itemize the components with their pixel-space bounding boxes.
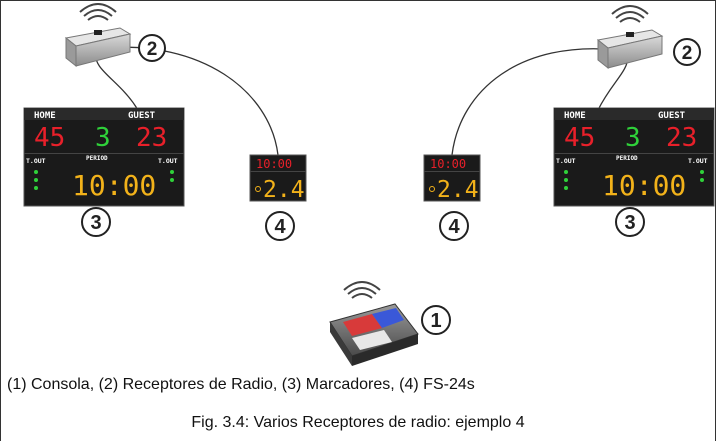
period-value: 3	[625, 123, 641, 153]
period-value: 3	[95, 123, 111, 153]
svg-text:1: 1	[430, 310, 441, 332]
fs24-left: 10:00 2.4	[249, 154, 307, 203]
svg-text:2: 2	[147, 39, 158, 60]
home-score: 45	[564, 123, 595, 153]
fs24-shot-clock: 2.4	[437, 177, 479, 203]
svg-text:3: 3	[624, 212, 635, 234]
tout-label-left: T.OUT	[556, 157, 576, 165]
home-label: HOME	[34, 111, 56, 121]
game-clock: 10:00	[72, 169, 156, 202]
receiver-right: 2	[596, 5, 701, 70]
period-label: PERIOD	[616, 155, 638, 162]
guest-label: GUEST	[658, 111, 686, 121]
game-clock: 10:00	[602, 169, 686, 202]
callout-2-left: 2	[138, 34, 166, 62]
figure-legend: (1) Consola, (2) Receptores de Radio, (3…	[7, 376, 475, 393]
fs24-right: 10:00 2.4	[423, 154, 481, 203]
wireless-waves-icon	[79, 3, 117, 21]
callout-1: 1	[421, 305, 451, 335]
timeout-dots-left	[34, 170, 38, 190]
callout-2-right: 2	[673, 38, 701, 66]
fs24-shot-clock: 2.4	[263, 177, 305, 203]
timeout-dots-left	[564, 170, 568, 190]
receiver-left: 2	[64, 3, 166, 68]
svg-text:2: 2	[682, 43, 693, 64]
timeout-dots-right	[170, 170, 174, 182]
home-label: HOME	[564, 111, 586, 121]
tout-label-right: T.OUT	[158, 157, 178, 165]
cable-right-receiver-fs24	[451, 48, 619, 156]
svg-text:4: 4	[448, 216, 460, 238]
callout-4-right: 4	[439, 211, 469, 241]
fs24-clock: 10:00	[430, 157, 466, 171]
wireless-waves-icon	[343, 281, 381, 299]
guest-score: 23	[666, 123, 697, 153]
svg-text:4: 4	[274, 216, 286, 238]
scoreboard-left: HOME GUEST 45 3 23 T.OUT PERIOD T.OUT 10…	[23, 107, 185, 207]
radio-receiver-icon	[64, 27, 132, 68]
figure-caption: Fig. 3.4: Varios Receptores de radio: ej…	[191, 414, 525, 431]
callout-4-left: 4	[265, 211, 295, 241]
callout-3-right: 3	[615, 207, 645, 237]
period-label: PERIOD	[86, 155, 108, 162]
console-icon	[329, 303, 419, 366]
fs24-clock: 10:00	[256, 157, 292, 171]
guest-score: 23	[136, 123, 167, 153]
tout-label-left: T.OUT	[26, 157, 46, 165]
timeout-dots-right	[700, 170, 704, 182]
radio-receiver-icon	[596, 29, 664, 70]
svg-text:3: 3	[90, 212, 101, 234]
console: 1	[329, 281, 451, 366]
tout-label-right: T.OUT	[688, 157, 708, 165]
wireless-waves-icon	[611, 5, 649, 23]
callout-3-left: 3	[81, 207, 111, 237]
guest-label: GUEST	[128, 111, 156, 121]
cable-left-receiver-scoreboard	[95, 51, 139, 111]
scoreboard-right: HOME GUEST 45 3 23 T.OUT PERIOD T.OUT 10…	[553, 107, 715, 207]
home-score: 45	[34, 123, 65, 153]
